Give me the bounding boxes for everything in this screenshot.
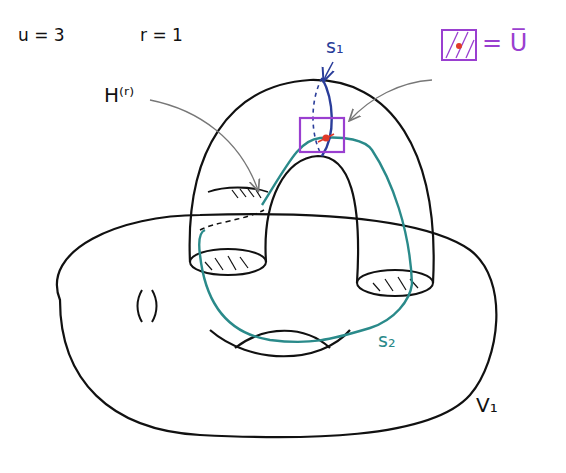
neighbourhood-label: = U̅ <box>482 30 527 56</box>
surface-label: V₁ <box>476 394 498 416</box>
handle-label: H⁽ʳ⁾ <box>104 84 134 106</box>
curve-label: s₁ <box>326 36 344 57</box>
parameter-label: u = 3 <box>18 26 65 45</box>
curve-label: s₂ <box>378 330 396 351</box>
parameter-label: r = 1 <box>140 26 183 45</box>
